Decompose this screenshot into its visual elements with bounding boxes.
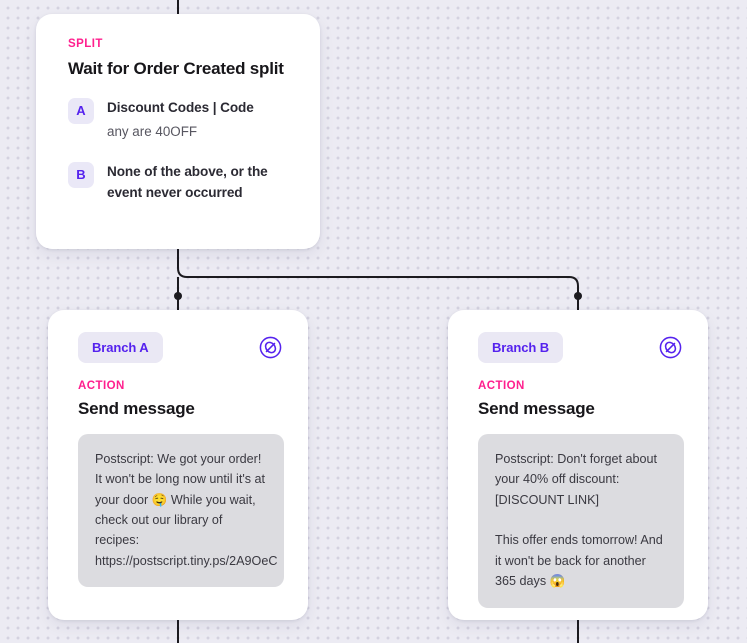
branch-b-kicker-label: ACTION bbox=[478, 380, 525, 392]
branch-text-a: Discount Codes | Code any are 40OFF bbox=[107, 97, 290, 143]
split-kicker-label: SPLIT bbox=[68, 38, 103, 50]
branch-badge-b: B bbox=[68, 161, 94, 188]
branch-a-message-body[interactable]: Postscript: We got your order! It won't … bbox=[78, 433, 284, 588]
branch-condition-a: Discount Codes | Code bbox=[107, 99, 254, 115]
branch-a-pill[interactable]: Branch A bbox=[78, 332, 163, 363]
split-branch-row-b[interactable]: B None of the above, or the event never … bbox=[68, 161, 290, 203]
connector-split-to-branch-b bbox=[177, 249, 579, 310]
branch-a-action-block: ACTION Send message bbox=[78, 380, 284, 419]
connector-dot-a bbox=[174, 292, 182, 300]
split-node-title: Wait for Order Created split bbox=[68, 58, 284, 78]
branch-condition-detail-a: any are 40OFF bbox=[107, 123, 198, 139]
exclude-circle-slash-icon[interactable] bbox=[259, 336, 282, 359]
branch-a-kicker-label: ACTION bbox=[78, 380, 125, 392]
split-branch-row-a[interactable]: A Discount Codes | Code any are 40OFF bbox=[68, 97, 290, 143]
branch-a-action-title: Send message bbox=[78, 398, 195, 418]
split-branch-list: A Discount Codes | Code any are 40OFF B … bbox=[68, 97, 290, 203]
split-node-card[interactable]: SPLIT Wait for Order Created split A Dis… bbox=[36, 14, 320, 249]
branch-condition-b: None of the above, or the event never oc… bbox=[107, 163, 268, 200]
branch-a-action-card[interactable]: Branch A ACTION Send message Postscript:… bbox=[48, 310, 308, 620]
connector-dot-b bbox=[574, 292, 582, 300]
branch-b-pill[interactable]: Branch B bbox=[478, 332, 563, 363]
branch-a-header: Branch A bbox=[78, 332, 284, 363]
exclude-circle-slash-icon[interactable] bbox=[659, 336, 682, 359]
branch-b-message-body[interactable]: Postscript: Don't forget about your 40% … bbox=[478, 433, 684, 608]
branch-b-action-title: Send message bbox=[478, 398, 595, 418]
branch-b-header: Branch B bbox=[478, 332, 684, 363]
branch-b-action-card[interactable]: Branch B ACTION Send message Postscript:… bbox=[448, 310, 708, 620]
branch-text-b: None of the above, or the event never oc… bbox=[107, 161, 290, 203]
branch-b-action-block: ACTION Send message bbox=[478, 380, 684, 419]
branch-badge-a: A bbox=[68, 97, 94, 124]
